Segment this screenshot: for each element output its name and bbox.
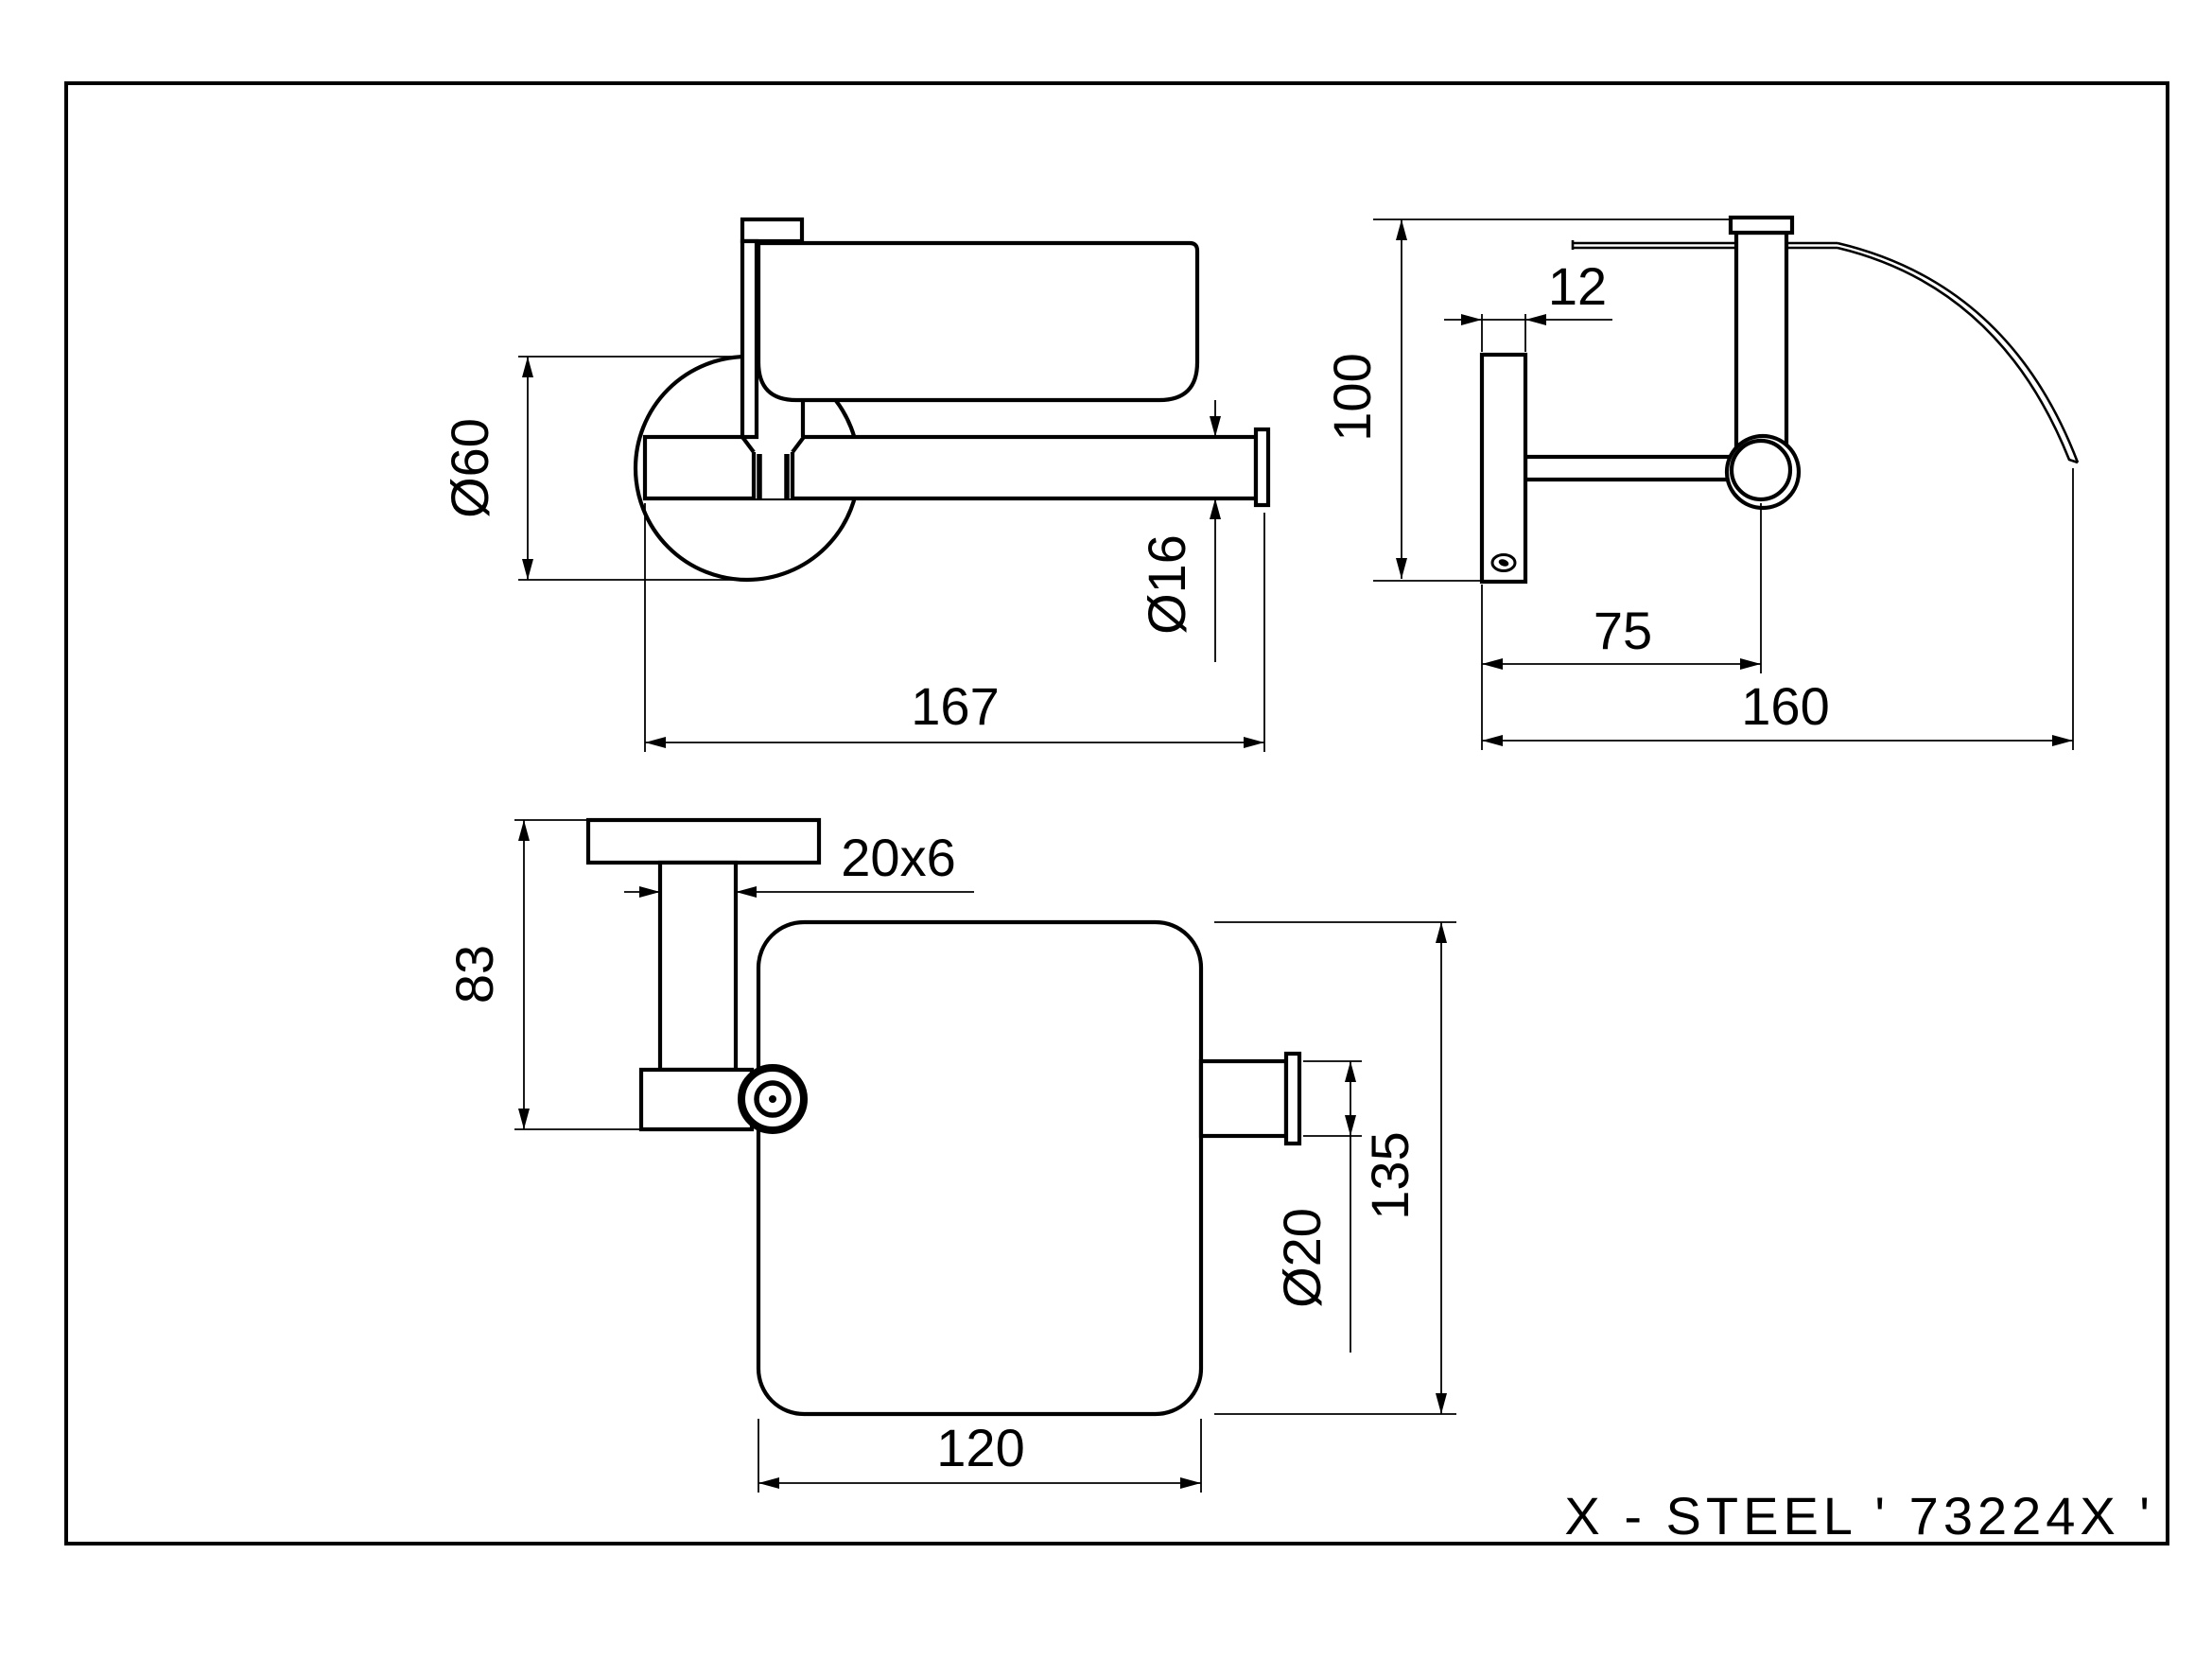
cover-lid [756, 240, 1200, 403]
side-view: 12 100 75 160 [1322, 215, 2080, 750]
side-pivot-cap [1728, 215, 1795, 236]
dim-plate-thickness: 12 [1444, 256, 1612, 352]
roll-bar [642, 434, 1259, 501]
top-arm-stem [657, 860, 739, 1073]
dim-label-bar-diameter: Ø16 [1137, 534, 1196, 635]
dim-overall-depth: 160 [1482, 468, 2074, 750]
dim-stub-diameter: Ø20 [1272, 1060, 1362, 1353]
dim-label-flange-diameter: Ø60 [440, 418, 499, 518]
side-arm-vertical [1733, 230, 1789, 477]
mounting-arm [740, 238, 759, 440]
dim-flange-diameter: Ø60 [440, 356, 749, 581]
dim-label-overall-height: 100 [1322, 353, 1382, 441]
dim-label-cover-depth: 135 [1360, 1131, 1420, 1219]
dim-label-plate-thickness: 12 [1548, 256, 1607, 316]
arm-fork [740, 435, 806, 499]
dim-bar-diameter: Ø16 [1137, 400, 1221, 662]
top-bar-stub [1198, 1058, 1289, 1139]
dim-cover-width: 120 [758, 1418, 1202, 1493]
arm-pivot-cap [740, 217, 805, 244]
dim-wall-to-axis: 75 [1481, 503, 1762, 750]
cover-top-outline [756, 919, 1204, 1417]
top-wall-plate [585, 817, 822, 865]
dim-cover-depth: 135 [1214, 921, 1456, 1415]
dim-label-wall-to-axis: 75 [1594, 601, 1652, 660]
dim-label-arm-projection: 83 [444, 945, 504, 1004]
dim-label-overall-depth: 160 [1741, 676, 1829, 736]
top-bar-end-plate [1283, 1051, 1302, 1146]
drawing-border [64, 81, 2169, 1545]
part-title: X - STEEL ' 73224X ' [1564, 1486, 2154, 1545]
dim-label-bar-length: 167 [911, 676, 999, 736]
dim-overall-height: 100 [1322, 218, 1731, 582]
bar-end-plate [1253, 427, 1271, 508]
screw-hole [1490, 553, 1517, 572]
top-bar-mount [638, 1067, 755, 1132]
top-view: 83 20x6 Ø20 135 [444, 817, 1456, 1493]
dim-arm-projection: 83 [444, 819, 639, 1130]
side-arm-horizontal [1523, 454, 1743, 482]
dim-label-arm-section: 20x6 [841, 828, 955, 887]
front-view: Ø60 Ø16 [440, 217, 1271, 752]
dim-label-stub-diameter: Ø20 [1272, 1208, 1332, 1308]
cover-flap-profile [1571, 240, 2080, 464]
bar-end-circle [1729, 438, 1793, 502]
top-bar-end-circles [738, 1064, 808, 1134]
dim-label-cover-width: 120 [936, 1418, 1024, 1477]
dim-arm-section: 20x6 [624, 828, 974, 898]
dim-bar-length: 167 [644, 503, 1265, 752]
side-wall-plate [1479, 352, 1528, 585]
